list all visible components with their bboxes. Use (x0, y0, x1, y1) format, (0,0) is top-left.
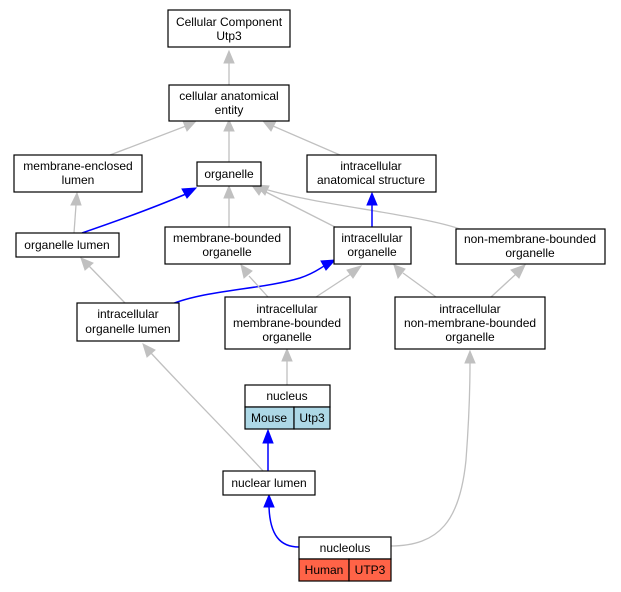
edge-arrow (181, 187, 198, 199)
node-label: organelle lumen (85, 322, 170, 336)
edge-arrow (223, 49, 235, 64)
node-intracellular-non-membrane-bounded-organelle[interactable]: intracellular non-membrane-bounded organ… (394, 296, 546, 350)
edge-arrow (366, 191, 378, 206)
species-cell-mouse: Mouse (244, 406, 295, 430)
node-intracellular-organelle[interactable]: intracellular organelle (333, 226, 412, 265)
edge-nucleolus-to-inmbo (389, 362, 471, 547)
edge-arrow (182, 120, 198, 132)
node-non-membrane-bounded-organelle[interactable]: non-membrane-bounded organelle (455, 228, 606, 265)
gene-label: UTP3 (355, 563, 386, 577)
edge-nmbo-to-org (267, 189, 461, 230)
edge-ol-to-org (81, 193, 187, 234)
node-label: intracellular (439, 302, 500, 316)
edge-arrow (142, 343, 156, 358)
node-label: cellular anatomical (179, 89, 278, 103)
node-label: non-membrane-bounded (464, 232, 596, 246)
node-cellular-anatomical-entity[interactable]: cellular anatomical entity (168, 84, 290, 122)
node-label: non-membrane-bounded (404, 316, 536, 330)
edge-arrow (281, 347, 293, 362)
node-label: Utp3 (216, 29, 242, 43)
node-cellular-component[interactable]: Cellular Component Utp3 (167, 9, 291, 48)
node-label: organelle (347, 245, 397, 259)
node-label: organelle (202, 245, 252, 259)
node-nucleolus[interactable]: nucleolus Human UTP3 (298, 536, 392, 582)
edge-inmbo-to-nmbo (490, 273, 517, 298)
node-label: nucleus (266, 389, 307, 403)
node-label: intracellular (340, 159, 401, 173)
species-label: Human (305, 563, 344, 577)
node-label: organelle (204, 167, 254, 181)
node-label: membrane-bounded (233, 316, 341, 330)
edge-ol-to-mel (73, 204, 77, 234)
node-nucleus[interactable]: nucleus Mouse Utp3 (244, 384, 331, 430)
node-label: anatomical structure (317, 173, 425, 187)
node-label: organelle (505, 246, 555, 260)
edge-iol-to-io (164, 264, 327, 308)
node-label: lumen (62, 173, 95, 187)
edge-arrow (254, 184, 270, 196)
node-intracellular-anatomical-structure[interactable]: intracellular anatomical structure (306, 154, 437, 193)
gene-label: Utp3 (299, 411, 325, 425)
node-label: organelle (262, 330, 312, 344)
edge-nl-to-iol (150, 352, 265, 473)
node-label: entity (215, 103, 244, 117)
node-label: nucleolus (320, 541, 371, 555)
edge-arrow (80, 257, 94, 271)
node-label: intracellular (341, 231, 402, 245)
edge-inmbo-to-io (402, 272, 437, 298)
gene-cell-utp3-human: UTP3 (348, 558, 392, 582)
edge-arrow (320, 259, 337, 271)
node-label: Cellular Component (176, 15, 283, 29)
node-label: intracellular (97, 307, 158, 321)
node-organelle-lumen[interactable]: organelle lumen (15, 232, 120, 258)
species-cell-human: Human (298, 558, 350, 582)
edge-imbo-to-io (315, 273, 352, 298)
node-membrane-enclosed-lumen[interactable]: membrane-enclosed lumen (13, 154, 143, 193)
node-label: organelle lumen (24, 238, 109, 252)
node-organelle[interactable]: organelle (196, 161, 262, 187)
edge-arrow (346, 265, 363, 279)
node-label: intracellular (256, 302, 317, 316)
edge-mel-to-cae (109, 125, 187, 156)
node-label: nuclear lumen (231, 476, 306, 490)
gene-cell-utp3: Utp3 (293, 406, 331, 430)
node-label: membrane-enclosed (23, 159, 132, 173)
node-membrane-bounded-organelle[interactable]: membrane-bounded organelle (164, 226, 291, 265)
edge-arrow (263, 493, 275, 508)
edge-arrow (393, 264, 406, 280)
edges (70, 49, 526, 548)
node-label: organelle (445, 330, 495, 344)
edge-ias-to-cae (272, 125, 341, 156)
node-intracellular-membrane-bounded-organelle[interactable]: intracellular membrane-bounded organelle (224, 296, 351, 350)
edge-arrow (464, 349, 476, 364)
edge-arrow (223, 118, 235, 132)
edge-nucleolus-to-nl (268, 506, 300, 548)
node-intracellular-organelle-lumen[interactable]: intracellular organelle lumen (76, 302, 180, 342)
edge-imbo-to-mbo (248, 275, 269, 298)
edge-io-to-org (261, 189, 336, 228)
species-label: Mouse (251, 411, 287, 425)
edge-arrow (262, 428, 274, 444)
edge-arrow (510, 264, 526, 279)
node-label: membrane-bounded (173, 231, 281, 245)
node-nuclear-lumen[interactable]: nuclear lumen (222, 470, 316, 496)
edge-arrow (240, 264, 253, 279)
edge-arrow (261, 120, 277, 132)
edge-arrow (70, 191, 82, 206)
edge-iol-to-ol (88, 265, 126, 304)
edge-arrow (223, 184, 235, 199)
